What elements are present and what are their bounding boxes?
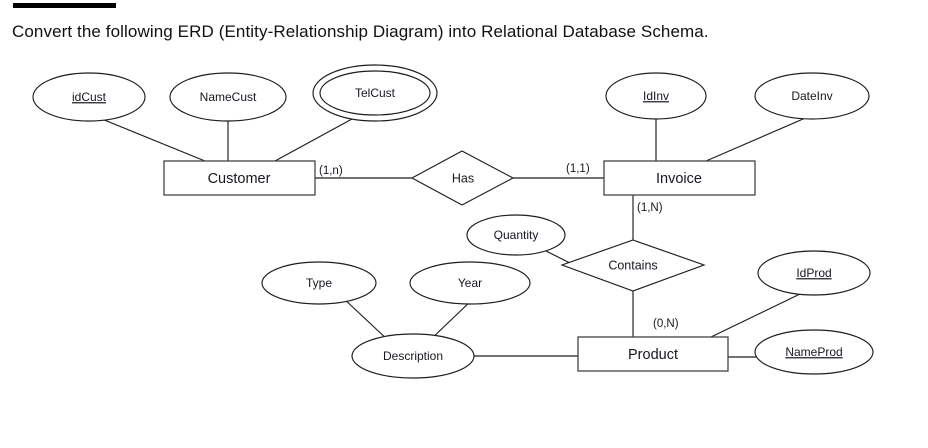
attribute-label: NameProd: [785, 345, 842, 359]
attribute-year[interactable]: Year: [409, 261, 531, 305]
cardinality-group: (1,n) (1,1) (1,N) (0,N): [319, 163, 679, 330]
edge-idcust-customer: [91, 114, 206, 162]
cardinality-invoice-contains: (1,N): [637, 202, 663, 214]
entity-product[interactable]: Product: [577, 336, 729, 372]
attribute-ellipse: [32, 72, 146, 122]
attribute-description[interactable]: Description: [351, 333, 475, 379]
edge-dateinv-invoice: [705, 115, 811, 162]
edge-idprod-product: [710, 293, 801, 338]
attribute-label: Type: [306, 276, 332, 290]
entity-label: Customer: [208, 171, 271, 187]
entity-label: Product: [628, 347, 678, 363]
edge-year-description: [427, 297, 475, 343]
attribute-nameprod[interactable]: NameProd: [754, 329, 874, 375]
entity-invoice[interactable]: Invoice: [603, 160, 756, 196]
attribute-idprod[interactable]: IdProd: [757, 250, 871, 296]
entity-box: [163, 160, 316, 196]
attribute-label: Year: [458, 276, 482, 290]
cardinality-has-invoice: (1,1): [566, 163, 590, 175]
page-title: Convert the following ERD (Entity-Relati…: [12, 22, 709, 41]
attribute-ellipse: [169, 72, 287, 122]
edge-group: [91, 114, 811, 358]
attribute-idcust[interactable]: idCust: [32, 72, 146, 122]
entity-label: Invoice: [656, 171, 702, 187]
relationship-label: Contains: [608, 258, 657, 272]
attribute-label: Description: [383, 349, 443, 363]
attribute-ellipse: [261, 261, 377, 305]
attribute-label: IdInv: [643, 89, 669, 103]
attribute-ellipse: [605, 72, 707, 120]
edge-telcust-customer: [274, 118, 353, 162]
entity-box: [603, 160, 756, 196]
relationship-diamond: [560, 239, 706, 292]
entity-box: [577, 336, 729, 372]
attribute-telcust[interactable]: TelCust: [312, 64, 438, 122]
edge-type-description: [341, 296, 391, 343]
attribute-ellipse-inner: [319, 70, 431, 116]
attribute-label: NameCust: [200, 90, 257, 104]
redaction-bar: [13, 3, 116, 8]
cardinality-customer-has: (1,n): [319, 165, 343, 177]
relationship-has[interactable]: Has: [410, 150, 515, 206]
attribute-label: DateInv: [791, 89, 832, 103]
attribute-ellipse: [351, 333, 475, 379]
attribute-type[interactable]: Type: [261, 261, 377, 305]
relationship-contains[interactable]: Contains: [560, 239, 706, 292]
cardinality-contains-product: (0,N): [653, 318, 679, 330]
attribute-ellipse: [754, 72, 870, 120]
attribute-label: idCust: [72, 90, 107, 104]
attribute-ellipse: [409, 261, 531, 305]
attribute-ellipse: [466, 214, 566, 256]
attribute-label: Quantity: [494, 228, 539, 242]
attribute-idinv[interactable]: IdInv: [605, 72, 707, 120]
attribute-label: TelCust: [355, 86, 396, 100]
attribute-ellipse: [757, 250, 871, 296]
attribute-ellipse: [754, 329, 874, 375]
attribute-dateinv[interactable]: DateInv: [754, 72, 870, 120]
attribute-label: IdProd: [796, 266, 831, 280]
relationship-diamond: [410, 150, 515, 206]
attribute-namecust[interactable]: NameCust: [169, 72, 287, 122]
relationship-label: Has: [452, 171, 474, 185]
attribute-quantity[interactable]: Quantity: [466, 214, 566, 256]
entity-customer[interactable]: Customer: [163, 160, 316, 196]
